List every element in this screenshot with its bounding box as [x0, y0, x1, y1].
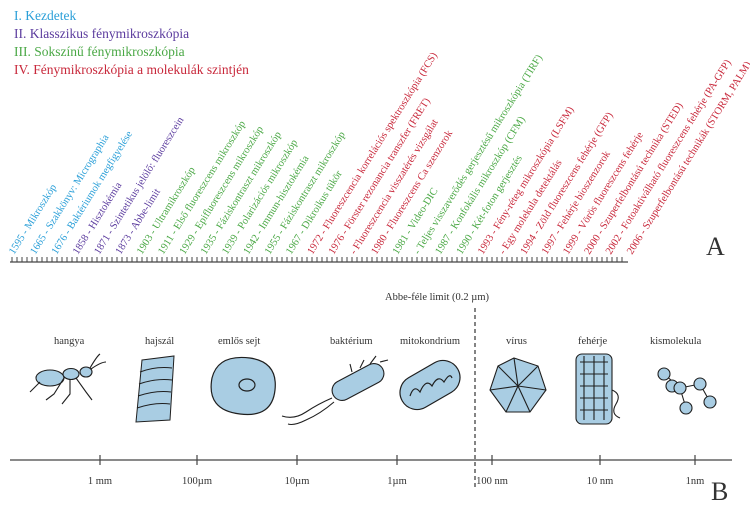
organism-label-virus: vírus [506, 336, 527, 347]
ant-icon [29, 353, 107, 405]
bacterium-icon [281, 355, 389, 426]
scale-label: 100µm [182, 476, 212, 487]
organism-label-cell: emlős sejt [218, 336, 260, 347]
organism-label-mitochondrion: mitokondrium [400, 336, 460, 347]
panel-label-a: A [706, 232, 725, 261]
scale-label: 1nm [686, 476, 705, 487]
legend-era-1: I. Kezdetek [14, 8, 77, 23]
mammal-cell-icon [210, 356, 276, 416]
organism-label-protein: fehérje [578, 336, 607, 347]
organism-label-ant: hangya [54, 336, 85, 347]
scale-label: 10 nm [587, 476, 614, 487]
mitochondrion-icon [399, 359, 461, 411]
organism-label-hair: hajszál [145, 336, 174, 347]
panel-label-b: B [711, 477, 729, 506]
scale-marks: 1 mm 100µm 10µm 1µm 100 nm 10 nm 1nm [88, 455, 704, 487]
scale-label: 1 mm [88, 476, 112, 487]
organism-label-bacterium: baktérium [330, 336, 373, 347]
legend-era-3: III. Sokszínű fénymikroszkópia [14, 44, 185, 59]
abbe-limit-label: Abbe-féle limit (0.2 µm) [385, 292, 490, 303]
small-molecule-icon [657, 367, 717, 415]
scale-label: 100 nm [476, 476, 508, 487]
virus-icon [489, 357, 547, 413]
scale-label: 1µm [387, 476, 406, 487]
timeline-ticks [11, 257, 623, 262]
legend-era-4: IV. Fénymikroszkópia a molekulák szintjé… [14, 62, 249, 77]
scale-label: 10µm [285, 476, 310, 487]
legend-era-2: II. Klasszikus fénymikroszkópia [14, 26, 190, 41]
hair-icon [135, 355, 175, 423]
organism-label-small-molecule: kismolekula [650, 336, 702, 347]
protein-icon [575, 353, 621, 425]
